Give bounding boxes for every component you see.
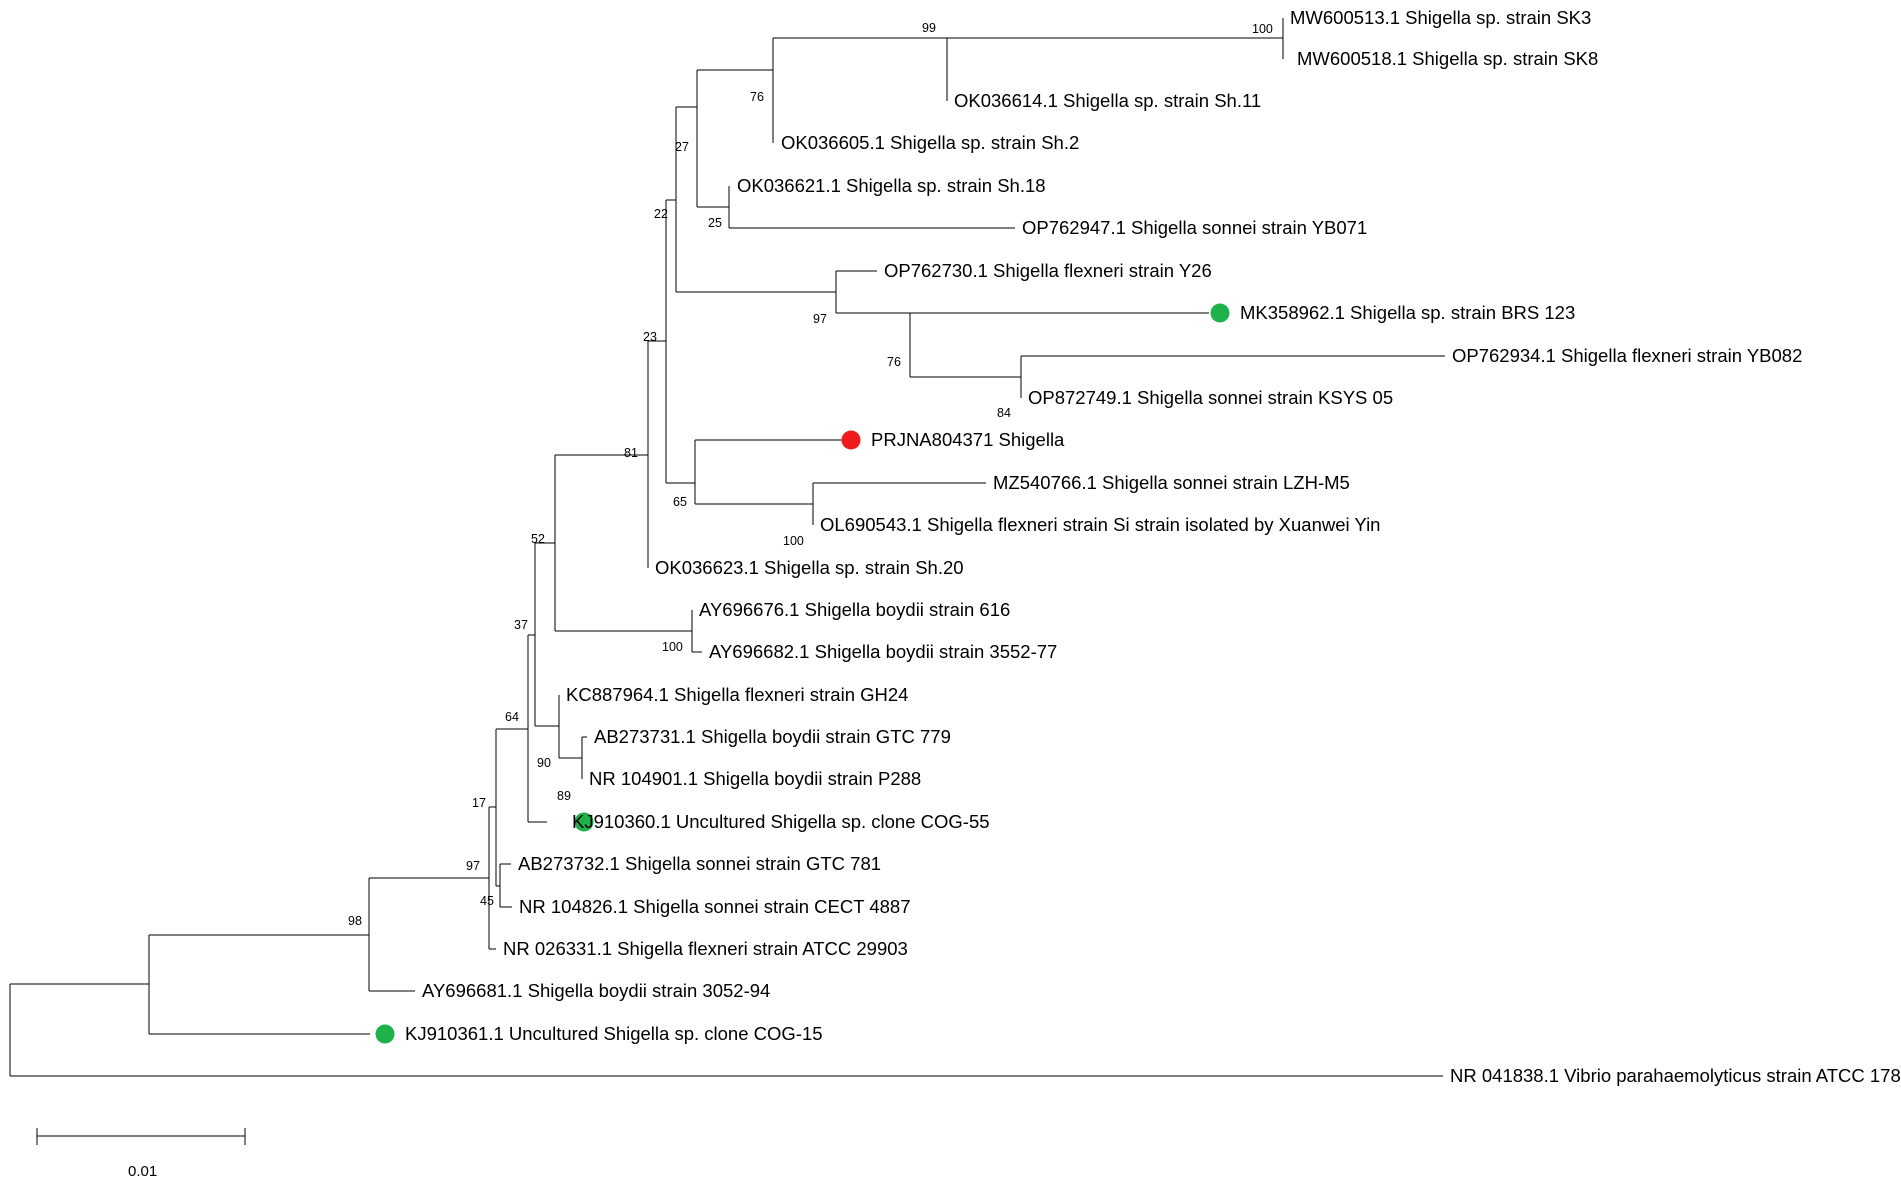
reference-marker-dot (375, 1024, 395, 1044)
taxon-label: OP762730.1 Shigella flexneri strain Y26 (884, 260, 1212, 281)
taxon-label: KC887964.1 Shigella flexneri strain GH24 (566, 684, 908, 705)
taxon-label: OP762934.1 Shigella flexneri strain YB08… (1452, 345, 1802, 366)
taxon-label: OP762947.1 Shigella sonnei strain YB071 (1022, 217, 1367, 238)
taxon-label: AB273731.1 Shigella boydii strain GTC 77… (594, 726, 951, 747)
bootstrap-value: 64 (505, 710, 519, 724)
bootstrap-value: 23 (643, 330, 657, 344)
reference-marker-dot (1210, 303, 1230, 323)
scale-bar: 0.01 (36, 1128, 246, 1180)
bootstrap-value: 84 (997, 406, 1011, 420)
bootstrap-value: 97 (466, 859, 480, 873)
tree-markers (375, 303, 1230, 1044)
bootstrap-value: 65 (673, 495, 687, 509)
bootstrap-value: 98 (348, 914, 362, 928)
scale-bar-label: 0.01 (128, 1163, 157, 1180)
taxon-label: MZ540766.1 Shigella sonnei strain LZH-M5 (993, 472, 1350, 493)
bootstrap-value: 76 (887, 355, 901, 369)
reference-marker-dot (574, 812, 594, 832)
bootstrap-value: 97 (813, 312, 827, 326)
taxon-label: MK358962.1 Shigella sp. strain BRS 123 (1240, 302, 1575, 323)
taxon-label: OK036605.1 Shigella sp. strain Sh.2 (781, 132, 1079, 153)
bootstrap-value: 100 (662, 640, 683, 654)
bootstrap-value: 17 (472, 796, 486, 810)
taxon-label: KJ910361.1 Uncultured Shigella sp. clone… (405, 1023, 823, 1044)
taxon-label: AB273732.1 Shigella sonnei strain GTC 78… (518, 853, 881, 874)
query-marker-dot (841, 430, 861, 450)
taxon-label: NR 104826.1 Shigella sonnei strain CECT … (519, 896, 910, 917)
bootstrap-value: 37 (514, 618, 528, 632)
taxon-label: AY696681.1 Shigella boydii strain 3052-9… (422, 980, 770, 1001)
bootstrap-value: 52 (531, 532, 545, 546)
taxon-label: MW600513.1 Shigella sp. strain SK3 (1290, 7, 1591, 28)
bootstrap-value: 81 (624, 446, 638, 460)
bootstrap-value: 90 (537, 756, 551, 770)
bootstrap-value: 27 (675, 140, 689, 154)
tree-branches (9, 18, 1445, 1077)
bootstrap-value: 25 (708, 216, 722, 230)
taxon-label: OK036621.1 Shigella sp. strain Sh.18 (737, 175, 1046, 196)
taxon-label: NR 026331.1 Shigella flexneri strain ATC… (503, 938, 908, 959)
tree-labels: 100 99 76 25 27 84 76 97 22 100 65 23 81 100 52 89 90 37 6… (348, 7, 1901, 1086)
taxon-label: OL690543.1 Shigella flexneri strain Si s… (820, 514, 1380, 535)
taxon-label: KJ910360.1 Uncultured Shigella sp. clone… (572, 811, 990, 832)
bootstrap-value: 76 (750, 90, 764, 104)
bootstrap-value: 100 (783, 534, 804, 548)
bootstrap-value: 99 (922, 21, 936, 35)
taxon-label: AY696682.1 Shigella boydii strain 3552-7… (709, 641, 1057, 662)
taxon-label: NR 041838.1 Vibrio parahaemolyticus stra… (1450, 1065, 1901, 1086)
taxon-label: NR 104901.1 Shigella boydii strain P288 (589, 768, 921, 789)
taxon-label: OK036623.1 Shigella sp. strain Sh.20 (655, 557, 964, 578)
taxon-label: AY696676.1 Shigella boydii strain 616 (699, 599, 1010, 620)
bootstrap-value: 22 (654, 207, 668, 221)
bootstrap-value: 89 (557, 789, 571, 803)
bootstrap-value: 45 (480, 894, 494, 908)
taxon-label: PRJNA804371 Shigella (871, 429, 1065, 450)
taxon-label: OP872749.1 Shigella sonnei strain KSYS 0… (1028, 387, 1393, 408)
bootstrap-value: 100 (1252, 22, 1273, 36)
taxon-label: OK036614.1 Shigella sp. strain Sh.11 (954, 90, 1261, 111)
taxon-label: MW600518.1 Shigella sp. strain SK8 (1297, 48, 1598, 69)
